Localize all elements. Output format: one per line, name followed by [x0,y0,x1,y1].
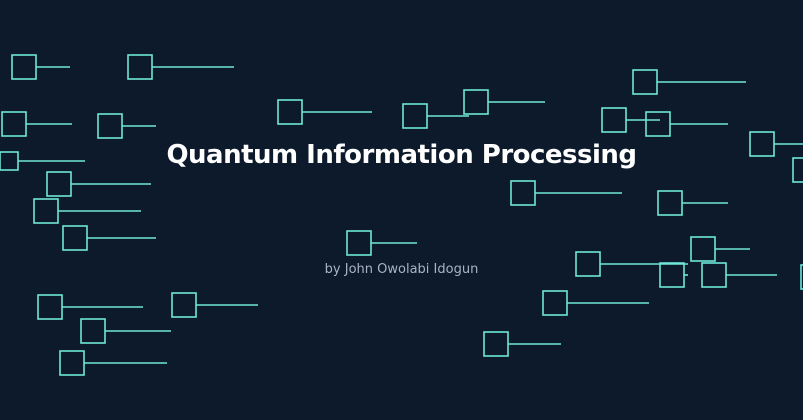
circuit-node [463,89,545,115]
circuit-node-box [59,350,85,376]
circuit-node-box [601,107,627,133]
circuit-node [62,225,156,251]
circuit-node [690,236,750,262]
circuit-node [0,151,85,171]
circuit-node-box [11,54,37,80]
circuit-node-box [657,190,683,216]
circuit-node [645,111,728,137]
circuit-node [510,180,622,206]
circuit-node [127,54,234,80]
circuit-node [37,294,143,320]
circuit-node [11,54,70,80]
circuit-node [80,318,171,344]
circuit-node-box [402,103,428,129]
circuit-node [59,350,167,376]
circuit-node [171,292,258,318]
circuit-node-box [277,99,303,125]
circuit-node-box [690,236,716,262]
circuit-node [346,230,417,256]
circuit-node [601,107,660,133]
circuit-node-box [792,157,803,183]
circuit-node-box [483,331,509,357]
circuit-node-box [33,198,59,224]
circuit-node [402,103,469,129]
circuit-node [749,131,803,157]
circuit-node-box [62,225,88,251]
circuit-node-box [800,264,803,290]
circuit-node-box [542,290,568,316]
circuit-node [659,262,688,288]
circuit-node-box [127,54,153,80]
circuit-node-box [46,171,72,197]
circuit-node-box [463,89,489,115]
circuit-node [46,171,151,197]
circuit-node [277,99,372,125]
circuit-node [97,113,156,139]
circuit-node-box [80,318,106,344]
circuit-node-box [97,113,123,139]
circuit-node-box [171,292,197,318]
circuit-node [792,157,803,183]
circuit-node [33,198,141,224]
slide-subtitle: by John Owolabi Idogun [324,262,479,277]
circuit-node [800,264,803,290]
circuit-node-box [510,180,536,206]
slide-title: Quantum Information Processing [166,140,637,170]
circuit-node [483,331,561,357]
circuit-node [1,111,72,137]
circuit-node [701,262,777,288]
circuit-node [542,290,649,316]
circuit-node-box [37,294,63,320]
circuit-node-box [1,111,27,137]
circuit-node-box [645,111,671,137]
circuit-node [575,251,688,277]
circuit-node [657,190,728,216]
circuit-node-box [632,69,658,95]
circuit-node-box [346,230,372,256]
circuit-node [632,69,746,95]
